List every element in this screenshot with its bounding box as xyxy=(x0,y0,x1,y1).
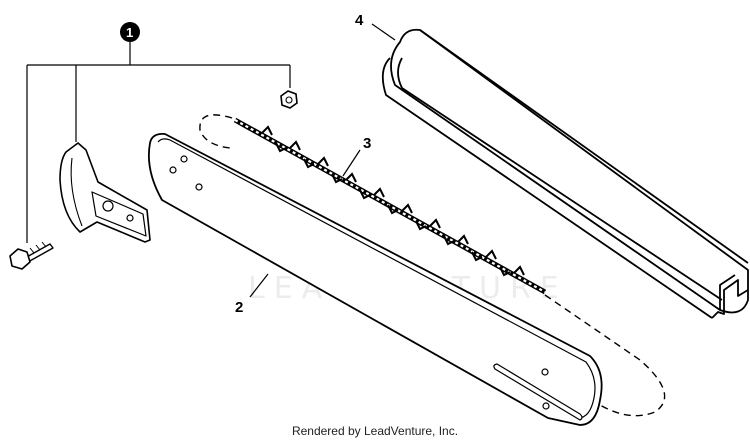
callout-1-label: 1 xyxy=(126,25,133,40)
bar-bolt[interactable] xyxy=(9,241,54,270)
leader-lines xyxy=(26,23,396,298)
callout-1: 1 xyxy=(120,22,140,42)
callout-3: 3 xyxy=(363,135,371,152)
footer-credit: Rendered by LeadVenture, Inc. xyxy=(291,424,459,438)
callout-4: 4 xyxy=(355,12,364,29)
bar-cover-part-4[interactable] xyxy=(381,28,749,319)
saw-chain-part-3[interactable] xyxy=(199,114,666,417)
guide-bar-part-2[interactable] xyxy=(147,133,603,426)
callout-2: 2 xyxy=(235,299,243,316)
side-cover-plate[interactable] xyxy=(59,142,151,243)
bar-nut[interactable] xyxy=(280,90,298,109)
